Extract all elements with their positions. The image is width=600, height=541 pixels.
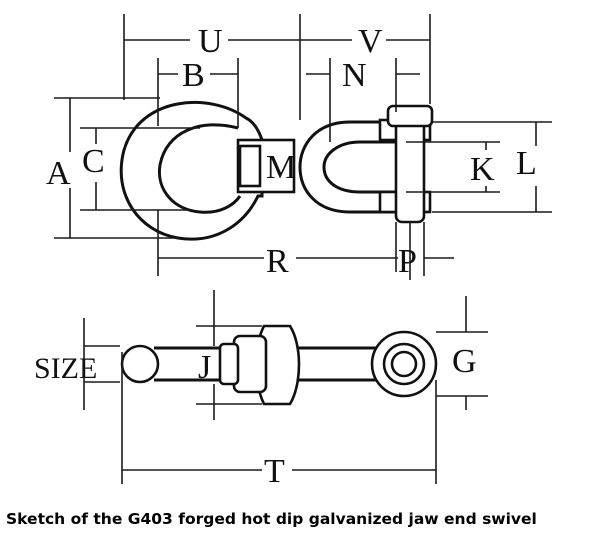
label-k: K xyxy=(470,151,495,188)
label-r: R xyxy=(266,243,289,280)
swivel-eye-inner xyxy=(157,123,242,214)
label-m: M xyxy=(266,149,296,186)
jaw-pin-head xyxy=(386,104,434,128)
label-b: B xyxy=(182,57,205,94)
jaw-pin-shank xyxy=(394,110,426,224)
label-v: V xyxy=(358,23,383,60)
label-l: L xyxy=(516,145,537,182)
neck-m-collar xyxy=(238,144,262,188)
eye-end-circle xyxy=(120,344,160,384)
label-g: G xyxy=(452,343,477,380)
top-view: U V B N A C M K xyxy=(46,14,552,280)
label-u: U xyxy=(198,23,223,60)
label-size: SIZE xyxy=(34,352,97,385)
label-a: A xyxy=(46,155,71,192)
jaw-end-inner xyxy=(390,350,418,378)
label-p: P xyxy=(398,243,417,280)
diagram-caption: Sketch of the G403 forged hot dip galvan… xyxy=(6,510,537,528)
label-n: N xyxy=(342,57,367,94)
label-j: J xyxy=(198,349,211,386)
label-c: C xyxy=(82,143,105,180)
label-t: T xyxy=(264,453,285,490)
collar-ring-inner xyxy=(218,342,240,386)
jaw-inner xyxy=(322,140,400,194)
side-view: SIZE J G T xyxy=(34,290,488,490)
